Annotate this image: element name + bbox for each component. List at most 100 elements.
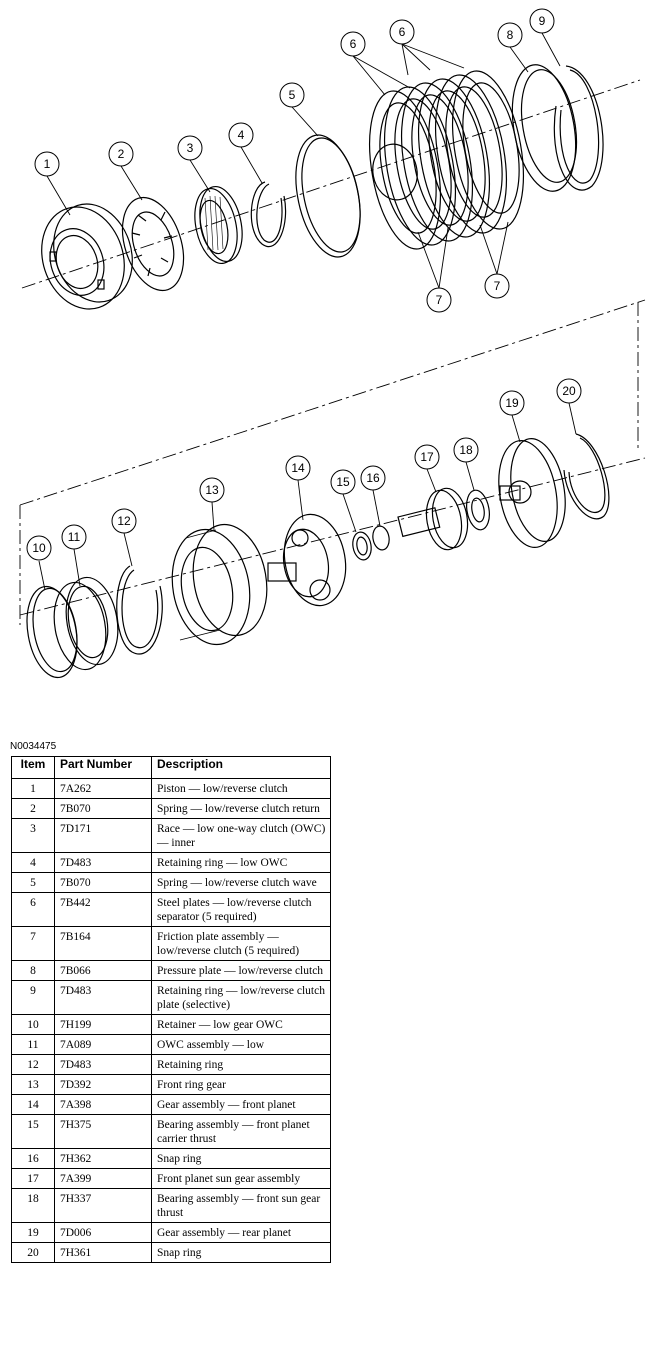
svg-text:18: 18 (459, 443, 473, 457)
callout-10: 10 (26, 535, 52, 561)
cell-item: 14 (11, 1094, 55, 1115)
callout-6b: 6 (389, 19, 415, 45)
svg-text:9: 9 (539, 14, 546, 28)
part-17-sun-gear (397, 487, 469, 551)
cell-item: 6 (11, 892, 55, 927)
svg-text:1: 1 (44, 157, 51, 171)
cell-part-number: 7D171 (54, 818, 152, 853)
figure-id: N0034475 (10, 741, 57, 752)
svg-text:13: 13 (205, 483, 219, 497)
part-19-rear-planet (498, 437, 566, 549)
callout-5: 5 (279, 82, 305, 108)
cell-description: Pressure plate — low/reverse clutch (151, 960, 331, 981)
cell-description: Spring — low/reverse clutch wave (151, 872, 331, 893)
svg-text:10: 10 (32, 541, 46, 555)
svg-text:7: 7 (436, 293, 443, 307)
leader-lines (38, 32, 577, 591)
cell-description: Steel plates — low/reverse clutch separa… (151, 892, 331, 927)
callout-17: 17 (414, 444, 440, 470)
part-2-spring (121, 196, 185, 292)
callout-7a: 7 (426, 287, 452, 313)
cell-part-number: 7B066 (54, 960, 152, 981)
cell-part-number: 7A398 (54, 1094, 152, 1115)
callout-13: 13 (199, 477, 225, 503)
cell-item: 13 (11, 1074, 55, 1095)
cell-description: Snap ring (151, 1148, 331, 1169)
cell-item: 11 (11, 1034, 55, 1055)
cell-description: Race — low one-way clutch (OWC) — inner (151, 818, 331, 853)
svg-text:12: 12 (117, 514, 131, 528)
header-item: Item (11, 756, 55, 779)
part-10-retainer (26, 585, 78, 679)
svg-text:8: 8 (507, 28, 514, 42)
svg-text:19: 19 (505, 396, 519, 410)
cell-item: 4 (11, 852, 55, 873)
cell-part-number: 7D392 (54, 1074, 152, 1095)
cell-description: Snap ring (151, 1242, 331, 1263)
callout-14: 14 (285, 455, 311, 481)
cell-description: Gear assembly — rear planet (151, 1222, 331, 1243)
callout-3: 3 (177, 135, 203, 161)
callout-15: 15 (330, 469, 356, 495)
cell-description: Piston — low/reverse clutch (151, 778, 331, 799)
svg-text:14: 14 (291, 461, 305, 475)
callout-6a: 6 (340, 31, 366, 57)
cell-item: 5 (11, 872, 55, 893)
cell-part-number: 7H375 (54, 1114, 152, 1149)
cell-part-number: 7A262 (54, 778, 152, 799)
part-3-race (194, 185, 243, 265)
callout-8: 8 (497, 22, 523, 48)
part-11-owc-assembly (53, 576, 119, 671)
cell-item: 20 (11, 1242, 55, 1263)
cell-item: 15 (11, 1114, 55, 1149)
table-header-row: Item Part Number Description (11, 756, 331, 779)
svg-text:5: 5 (289, 88, 296, 102)
cell-part-number: 7D483 (54, 1054, 152, 1075)
callout-7b: 7 (484, 273, 510, 299)
callout-11: 11 (61, 524, 87, 550)
callout-19: 19 (499, 390, 525, 416)
cell-item: 16 (11, 1148, 55, 1169)
cell-item: 1 (11, 778, 55, 799)
part-20-snap-ring (563, 433, 610, 520)
cell-part-number: 7H337 (54, 1188, 152, 1223)
cell-description: Retaining ring — low/reverse clutch plat… (151, 980, 331, 1015)
cell-part-number: 7A089 (54, 1034, 152, 1055)
cell-part-number: 7A399 (54, 1168, 152, 1189)
cell-description: Bearing assembly — front sun gear thrust (151, 1188, 331, 1223)
cell-description: Gear assembly — front planet (151, 1094, 331, 1115)
callout-16: 16 (360, 465, 386, 491)
exploded-parts-diagram: 1 2 3 4 5 6 6 7 7 8 9 10 11 12 13 14 15 … (19, 8, 646, 679)
cell-part-number: 7H362 (54, 1148, 152, 1169)
header-description: Description (151, 756, 331, 779)
cell-description: Retainer — low gear OWC (151, 1014, 331, 1035)
header-part-number: Part Number (54, 756, 152, 779)
callout-20: 20 (556, 378, 582, 404)
cell-description: Friction plate assembly — low/reverse cl… (151, 926, 331, 961)
cell-item: 17 (11, 1168, 55, 1189)
cell-item: 12 (11, 1054, 55, 1075)
svg-text:6: 6 (399, 25, 406, 39)
centerline-top (21, 79, 641, 289)
callout-4: 4 (228, 122, 254, 148)
part-5-wave-spring (295, 134, 361, 258)
part-6-7-clutch-pack (369, 70, 524, 250)
cell-part-number: 7D006 (54, 1222, 152, 1243)
cell-part-number: 7H361 (54, 1242, 152, 1263)
